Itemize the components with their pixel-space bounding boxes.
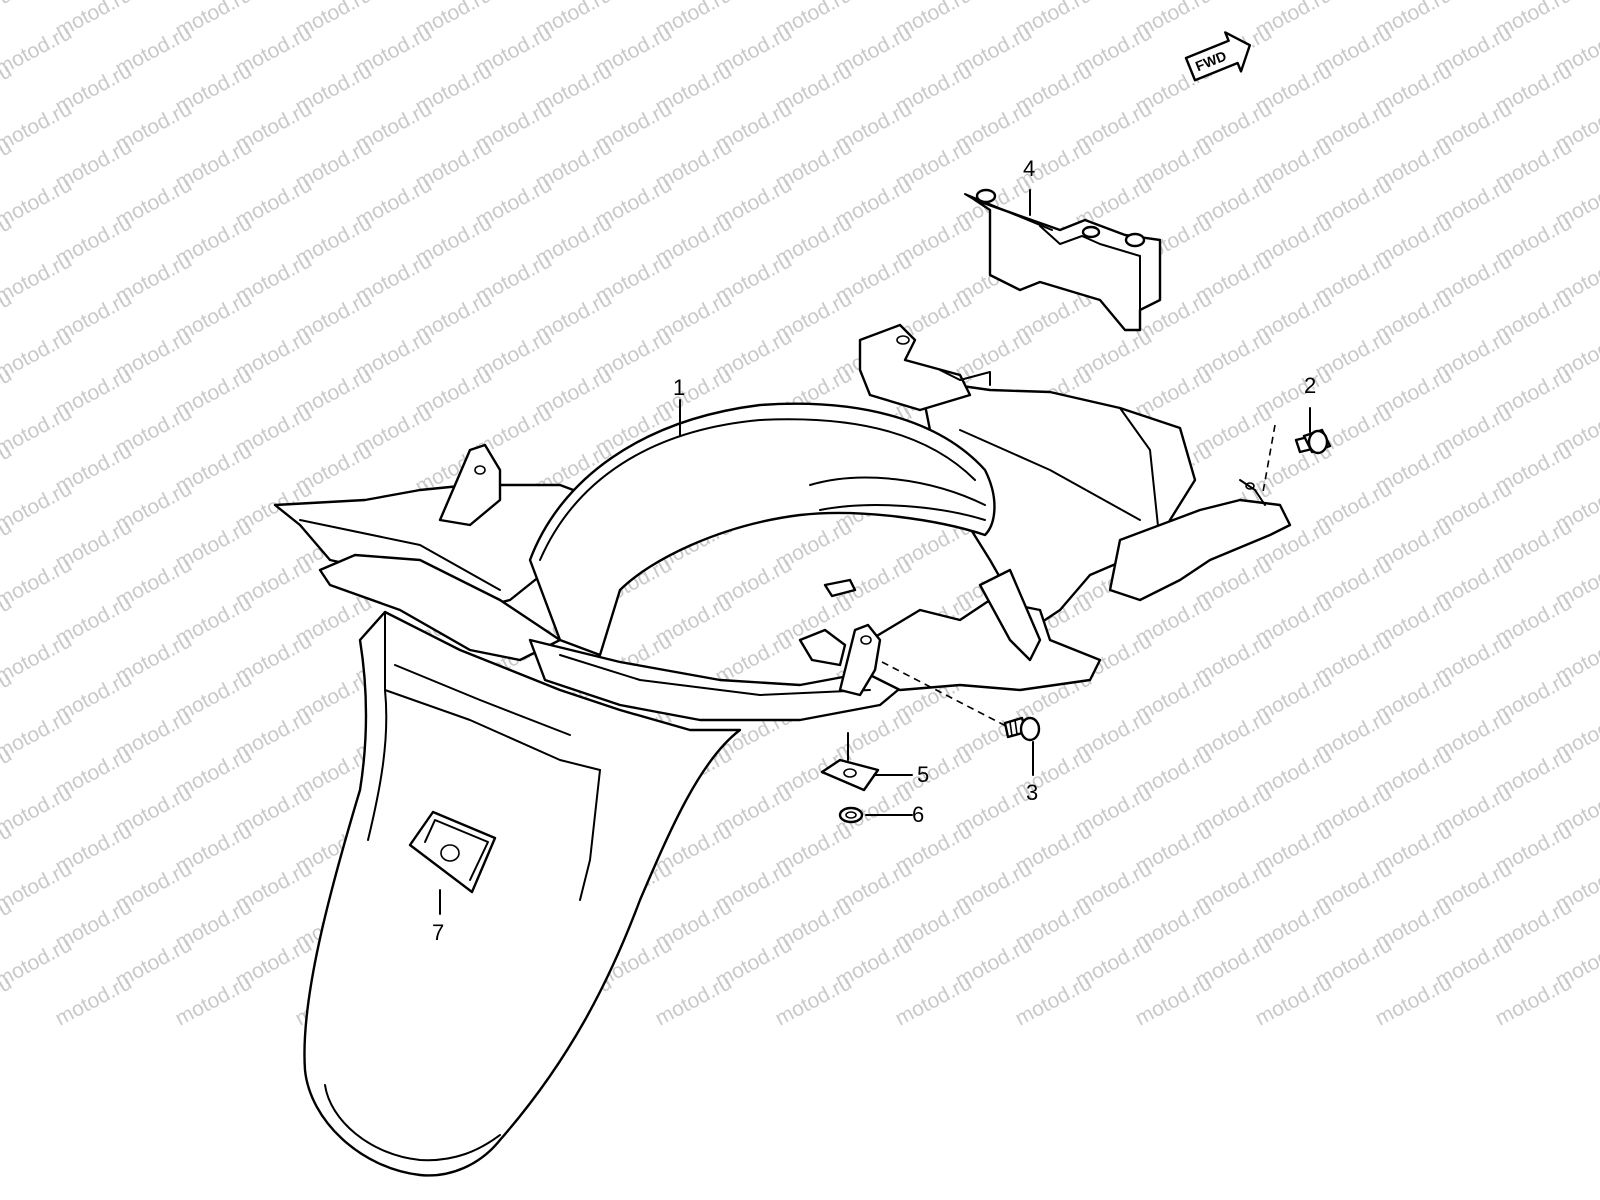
watermark-text: motod.ru [0, 249, 76, 308]
watermark-text: motod.ru [0, 401, 76, 460]
watermark-text: motod.ru [52, 971, 136, 1030]
callout-3: 3 [1026, 780, 1038, 805]
watermark-text: motod.ru [0, 629, 76, 688]
watermark-text: motod.ru [0, 705, 76, 764]
fwd-arrow-badge: FWD [1184, 31, 1252, 82]
watermark-text: motod.ru [0, 325, 76, 384]
watermark-text: motod.ru [1132, 971, 1216, 1030]
callout-2: 2 [1304, 373, 1316, 398]
part-7-pad[interactable] [408, 810, 497, 894]
part-1-rear-fender[interactable] [273, 323, 1292, 1177]
watermark-text: motod.ru [1492, 971, 1576, 1030]
leader-lines [439, 189, 1311, 915]
watermark-text: motod.ru [0, 857, 76, 916]
callout-7: 7 [432, 920, 444, 945]
callout-6: 6 [912, 802, 924, 827]
watermark-text: motod.ru [0, 21, 76, 80]
watermark-text: motod.ru [0, 781, 76, 840]
watermark-text: motod.ru [652, 971, 736, 1030]
callout-1: 1 [673, 375, 685, 400]
watermark-text: motod.ru [172, 971, 256, 1030]
callout-4: 4 [1023, 156, 1035, 181]
part-2-bolt[interactable] [1294, 428, 1332, 455]
part-4-bracket[interactable] [964, 188, 1162, 332]
watermark-text: motod.ru [1252, 971, 1336, 1030]
part-5-clip-nut[interactable] [820, 758, 880, 792]
watermark-text: motod.ru [1012, 971, 1096, 1030]
callout-5: 5 [917, 762, 929, 787]
watermark-text: motod.ru [1372, 971, 1456, 1030]
watermark-text: motod.ru [0, 97, 76, 156]
part-3-bolt[interactable] [1003, 716, 1041, 742]
watermark-text: motod.ru [0, 0, 16, 42]
part-6-washer[interactable] [838, 806, 864, 824]
watermark-text: motod.ru [892, 971, 976, 1030]
watermark-text: motod.ru [0, 933, 76, 992]
watermark-text: motod.ru [0, 173, 76, 232]
watermark-text: motod.ru [772, 971, 856, 1030]
watermark-text: motod.ru [0, 553, 76, 612]
callout-labels: 1 2 3 4 5 6 7 [432, 156, 1316, 945]
watermark-text: motod.ru [0, 477, 76, 536]
